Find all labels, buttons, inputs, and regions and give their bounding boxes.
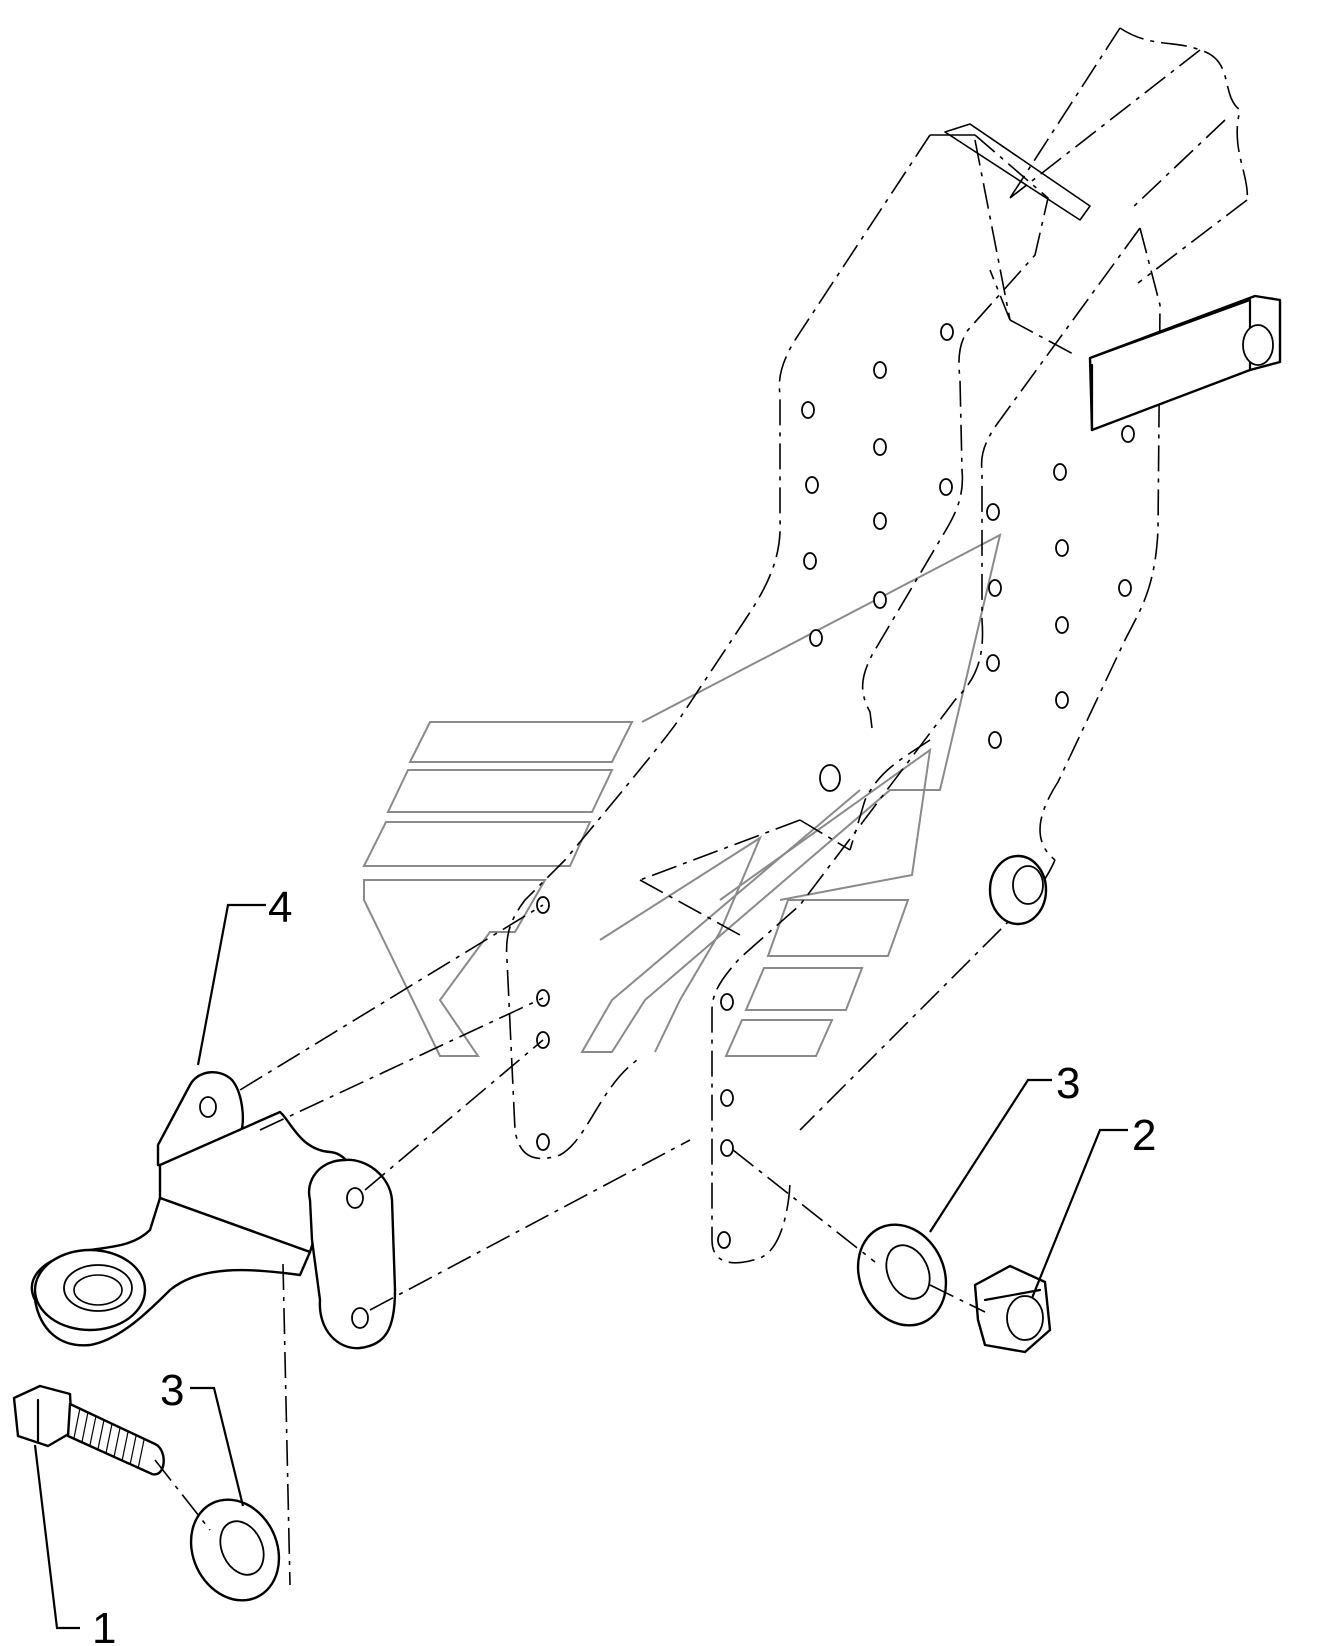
assembly-center-lines: [154, 904, 986, 1586]
frame-beam-phantom: [505, 27, 1249, 1264]
callout-3-left: 3: [160, 1366, 184, 1415]
washer-right: [856, 1223, 948, 1327]
callout-4: 4: [268, 883, 292, 932]
mounting-bracket: [1088, 294, 1282, 432]
callout-leaders: [33, 903, 1128, 1630]
callout-1: 1: [92, 1604, 116, 1646]
hex-bolt: [12, 1384, 165, 1476]
hex-nut: [973, 1264, 1052, 1354]
callout-2: 2: [1132, 1111, 1156, 1160]
frame-holes: [536, 323, 1135, 1249]
callout-labels: 4 3 2 3 1: [92, 883, 1156, 1646]
callout-3-right: 3: [1056, 1059, 1080, 1108]
tow-eye-bracket: [30, 1071, 397, 1350]
washer-left: [189, 1498, 281, 1602]
pivot-boss: [988, 854, 1048, 926]
watermark-logo: [362, 533, 1002, 1057]
